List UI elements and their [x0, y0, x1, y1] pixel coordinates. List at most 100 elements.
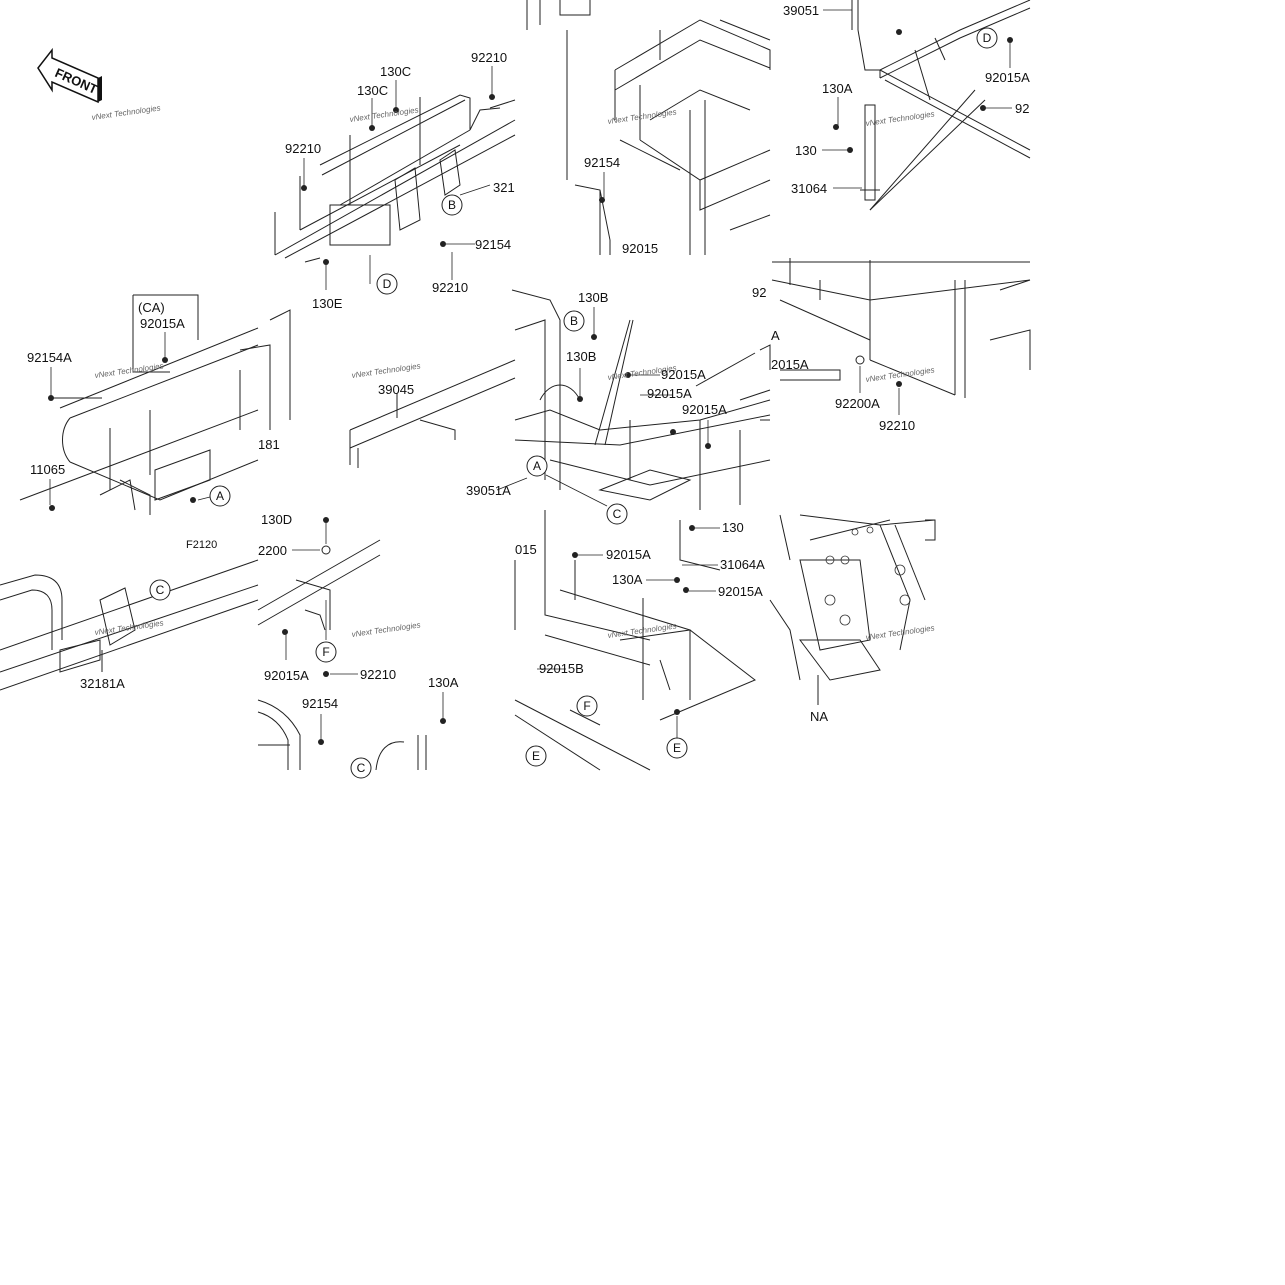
fasteners-ca-rail: [48, 357, 196, 511]
part-label: 92154: [475, 237, 511, 252]
svg-text:A: A: [533, 459, 541, 473]
part-label: NA: [810, 709, 828, 724]
leader-lines-rack-top: [303, 66, 493, 290]
part-label: 130A: [822, 81, 853, 96]
svg-text:B: B: [570, 314, 578, 328]
part-labels: 130C 130C 92210 92210 321 130E 92154 922…: [27, 3, 1030, 724]
part-label: 92210: [471, 50, 507, 65]
part-label: 130D: [261, 512, 292, 527]
part-label: 92154: [302, 696, 338, 711]
callout-marker: B: [441, 194, 463, 216]
part-label: 2200: [258, 543, 287, 558]
part-label: 130A: [428, 675, 459, 690]
fasteners-bed: [855, 355, 902, 387]
part-label: 92015A: [682, 402, 727, 417]
panel-cab-upper: [851, 0, 1031, 211]
part-label: 92: [752, 285, 766, 300]
panel-bed-frame: [695, 258, 1031, 401]
panel-crossbar: [349, 359, 516, 468]
part-label: 130B: [566, 349, 596, 364]
part-label: 92210: [360, 667, 396, 682]
panel-tray: [514, 510, 756, 771]
tow-frame-holes: [824, 526, 911, 626]
callout-marker: C: [149, 579, 171, 601]
callout-marker: D: [376, 273, 398, 295]
part-label: 92015A: [661, 367, 706, 382]
fasteners-cab: [599, 197, 605, 203]
watermark: vNext Technologies: [865, 109, 935, 128]
part-label: 11065: [30, 462, 65, 477]
callout-marker: A: [526, 455, 548, 477]
fasteners-main-frame: [577, 334, 711, 449]
part-label: 130C: [380, 64, 411, 79]
svg-text:E: E: [673, 741, 681, 755]
svg-text:F: F: [583, 699, 590, 713]
part-label: 39045: [378, 382, 414, 397]
part-label: 92015: [622, 241, 658, 256]
svg-text:E: E: [532, 749, 540, 763]
part-label: 321: [493, 180, 515, 195]
fasteners-cab-upper: [833, 29, 1013, 153]
callouts: B D D B A A C C F F E E C: [149, 27, 998, 779]
watermark: vNext Technologies: [865, 623, 935, 642]
part-label: 92015A: [264, 668, 309, 683]
part-label: 92015A: [647, 386, 692, 401]
svg-text:F: F: [322, 645, 329, 659]
svg-text:C: C: [357, 761, 366, 775]
part-label: 92210: [285, 141, 321, 156]
part-label: 130A: [612, 572, 643, 587]
callout-marker: C: [606, 503, 628, 525]
part-label: 130C: [357, 83, 388, 98]
part-label: 92015A: [140, 316, 185, 331]
part-label: 92015A: [718, 584, 763, 599]
callout-marker: D: [976, 27, 998, 49]
watermark: vNext Technologies: [91, 103, 161, 122]
part-label: 92154A: [27, 350, 72, 365]
part-label: A: [771, 328, 780, 343]
svg-text:C: C: [613, 507, 622, 521]
part-label: 92015B: [539, 661, 584, 676]
front-direction-badge: FRONT: [37, 47, 102, 104]
callout-marker: A: [209, 485, 231, 507]
svg-text:D: D: [983, 31, 992, 45]
part-label: 92154: [584, 155, 620, 170]
fasteners-lower-bar: [282, 517, 446, 745]
watermark: vNext Technologies: [607, 107, 677, 126]
watermark: vNext Technologies: [351, 361, 421, 380]
callout-marker: B: [563, 310, 585, 332]
fasteners-rack-top: [301, 94, 495, 265]
part-label: 015: [515, 542, 537, 557]
part-label: 39051A: [466, 483, 511, 498]
part-label: (CA): [138, 300, 165, 315]
part-label: 92015A: [606, 547, 651, 562]
part-label: 130E: [312, 296, 343, 311]
callout-marker: F: [315, 641, 337, 663]
part-label: F2120: [186, 539, 217, 551]
watermark: vNext Technologies: [351, 620, 421, 639]
callout-marker: E: [666, 737, 688, 759]
svg-text:A: A: [216, 489, 224, 503]
panel-ca-rail: [19, 294, 291, 515]
part-label: 39051: [783, 3, 819, 18]
part-label: 32181A: [80, 676, 125, 691]
fasteners-tray: [572, 525, 695, 715]
panel-rack-top: [274, 94, 516, 263]
part-label: 130B: [578, 290, 608, 305]
svg-text:C: C: [156, 583, 165, 597]
watermark: vNext Technologies: [94, 361, 164, 380]
part-label: 92: [1015, 101, 1029, 116]
svg-text:D: D: [383, 277, 392, 291]
panel-lower-bar: [257, 539, 427, 771]
panel-rail-bottom: [0, 559, 259, 691]
part-label: 31064: [791, 181, 827, 196]
svg-text:B: B: [448, 198, 456, 212]
part-label: 2015A: [771, 357, 809, 372]
part-label: 92210: [879, 418, 915, 433]
callout-marker: F: [576, 695, 598, 717]
part-label: 130: [722, 520, 744, 535]
part-label: 92015A: [985, 70, 1030, 85]
watermark: vNext Technologies: [865, 365, 935, 384]
part-label: 92210: [432, 280, 468, 295]
panel-tow-frame: [769, 514, 936, 705]
